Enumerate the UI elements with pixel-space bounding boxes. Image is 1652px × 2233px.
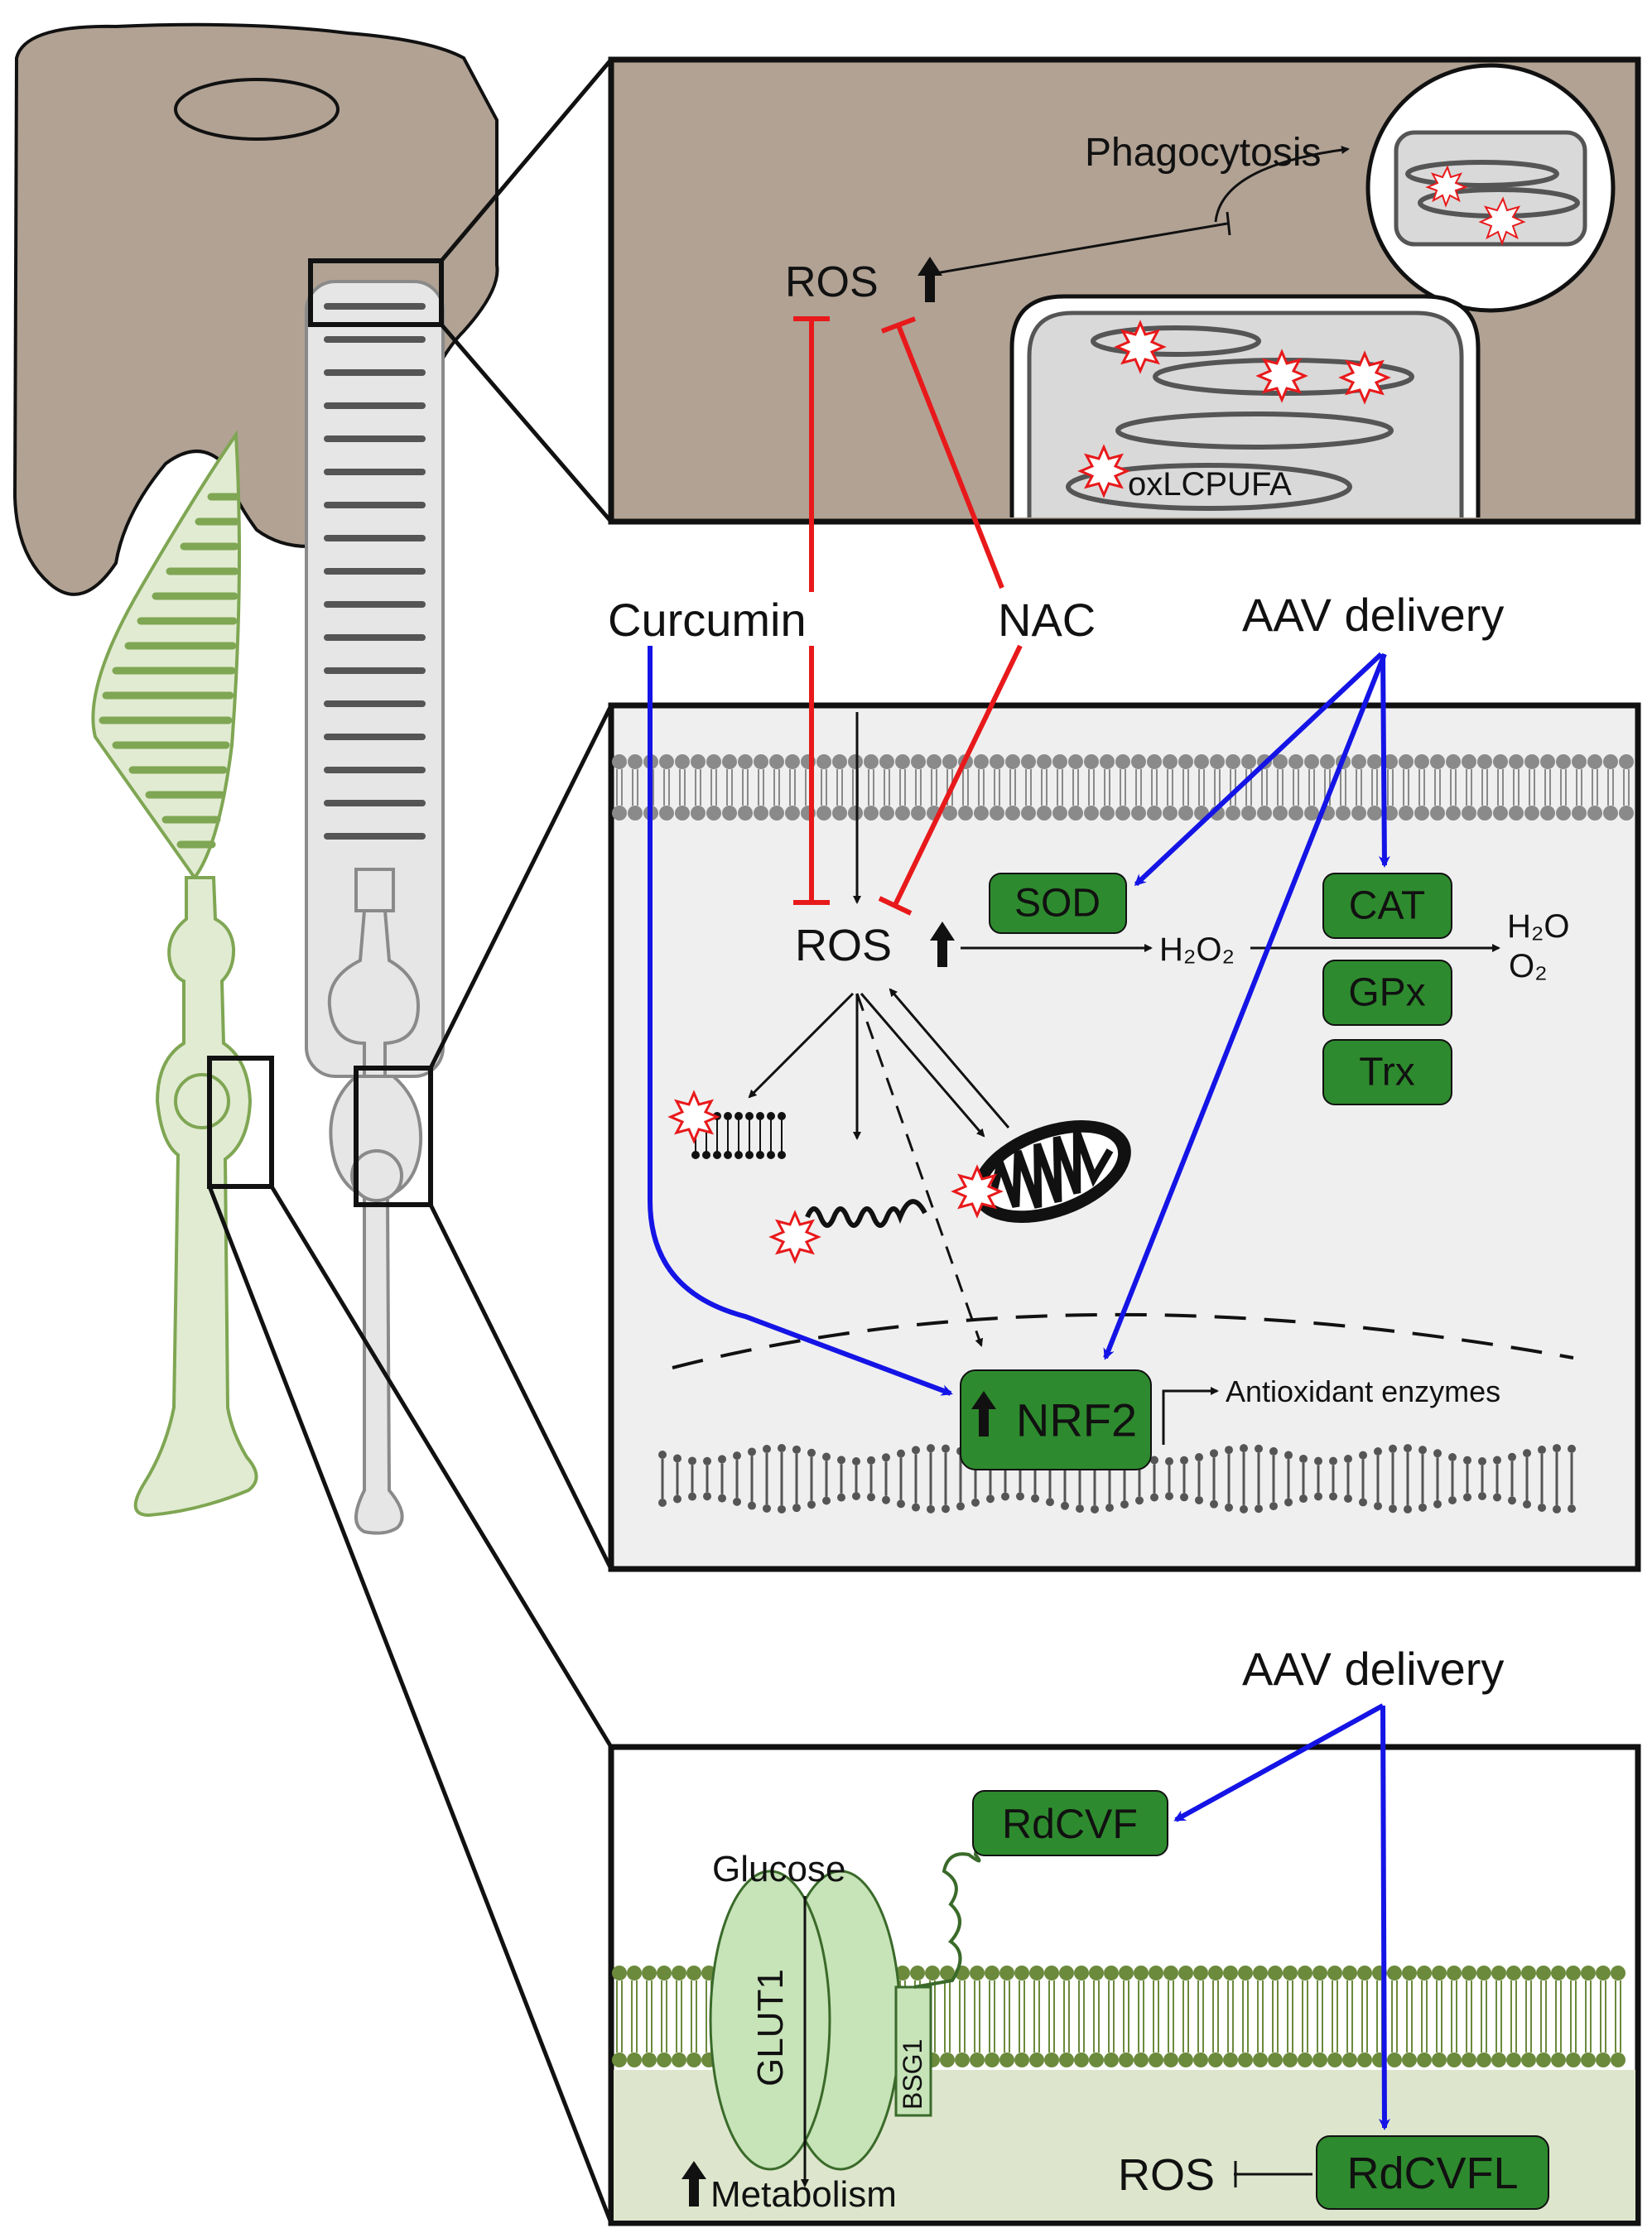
phagocytosis-label: Phagocytosis — [1085, 131, 1322, 175]
bsg1-label: BSG1 — [898, 2039, 927, 2110]
oxidized-protein-icon — [768, 1210, 821, 1264]
rod-discs — [324, 303, 426, 840]
aav-delivery-label-2: AAV delivery — [1242, 1643, 1504, 1695]
zoom-box-cone — [207, 1056, 274, 1189]
nuclear-envelope — [672, 1312, 1574, 1369]
o2-label: O₂ — [1509, 948, 1548, 984]
enzyme-nrf2: NRF2 — [960, 1369, 1152, 1470]
panel-rpe: Phagocytosis ROS oxLCPUFA — [608, 56, 1641, 525]
antioxidant-enzymes-label: Antioxidant enzymes — [1226, 1374, 1500, 1408]
phagocytosis-arrow — [1214, 146, 1350, 223]
ros-bottom-label: ROS — [1118, 2150, 1215, 2200]
oxidized-mito-icon — [951, 1164, 1004, 1219]
enzyme-trx: Trx — [1322, 1039, 1452, 1105]
cone-cell — [91, 430, 258, 1518]
oxidized-lipid-icon — [1114, 320, 1167, 374]
ros-top-label: ROS — [785, 258, 879, 306]
zoom-connectors — [207, 58, 614, 2224]
h2o-label: H₂O — [1507, 908, 1570, 945]
enzyme-cat: CAT — [1322, 873, 1452, 939]
curcumin-inhibition — [793, 316, 830, 905]
activation-arrows — [648, 646, 1390, 2130]
metabolism-label: Metabolism — [710, 2174, 897, 2215]
ros-mid-label: ROS — [795, 921, 892, 970]
oxidized-lipid-icon — [1338, 350, 1391, 405]
glucose-label: Glucose — [712, 1849, 845, 1889]
rod-cell — [305, 280, 445, 1535]
nac-label: NAC — [998, 594, 1096, 646]
oxidized-lipid-icon — [1425, 165, 1468, 208]
up-arrow-icon — [930, 922, 955, 967]
mitochondrion-icon — [972, 1120, 1131, 1223]
svg-text:Trx: Trx — [1359, 1051, 1415, 1095]
svg-text:GPx: GPx — [1348, 971, 1425, 1015]
glut1-transporter-left — [709, 1870, 831, 2171]
aav-delivery-label-1: AAV delivery — [1242, 589, 1504, 641]
cone-membrane — [612, 1966, 1626, 2067]
zoom-box-rpe — [308, 258, 444, 327]
zoom-box-rod — [354, 1066, 433, 1207]
enzyme-rdcvf: RdCVF — [972, 1790, 1168, 1856]
enzyme-sod: SOD — [989, 873, 1127, 934]
oxidized-lipid-icon — [667, 1090, 720, 1144]
curcumin-label: Curcumin — [608, 594, 807, 646]
bsg1-extracellular-loops — [913, 1841, 981, 1989]
cone-discs — [99, 493, 240, 849]
enzyme-rdcvfl: RdCVFL — [1316, 2135, 1549, 2210]
nac-inhibition — [878, 316, 1023, 916]
svg-text:SOD: SOD — [1014, 882, 1101, 926]
up-arrow-icon — [682, 2161, 706, 2207]
h2o2-label: H₂O₂ — [1159, 931, 1235, 968]
disc-membranes — [1066, 325, 1414, 511]
up-arrow-icon — [918, 257, 942, 302]
enzyme-gpx: GPx — [1322, 960, 1452, 1026]
bsg1-receptor — [894, 1985, 932, 2117]
panel-photoreceptor: ROS H₂O₂ H₂O O₂ SOD CAT GPx Trx — [608, 702, 1641, 1572]
svg-text:CAT: CAT — [1349, 884, 1425, 928]
svg-text:NRF2: NRF2 — [1016, 1394, 1137, 1446]
oxlcpufa-label: oxLCPUFA — [1128, 466, 1292, 503]
glut1-label: GLUT1 — [750, 1969, 791, 2086]
svg-text:RdCVFL: RdCVFL — [1346, 2149, 1518, 2198]
oxidized-lipid-icon — [1077, 444, 1130, 498]
svg-text:RdCVF: RdCVF — [1002, 1801, 1138, 1847]
rpe-nucleus — [174, 78, 340, 141]
inhibit-arrow-phagocytosis — [935, 222, 1228, 275]
up-arrow-icon — [971, 1391, 996, 1437]
oxidized-lipid-icon — [1255, 349, 1308, 403]
panel-cone: GLUT1 Glucose Metabolism BSG1 RdCVF RdCV… — [608, 1744, 1641, 2226]
oxidized-lipid-icon — [1478, 196, 1526, 246]
protein-damage-icon — [805, 1199, 927, 1228]
